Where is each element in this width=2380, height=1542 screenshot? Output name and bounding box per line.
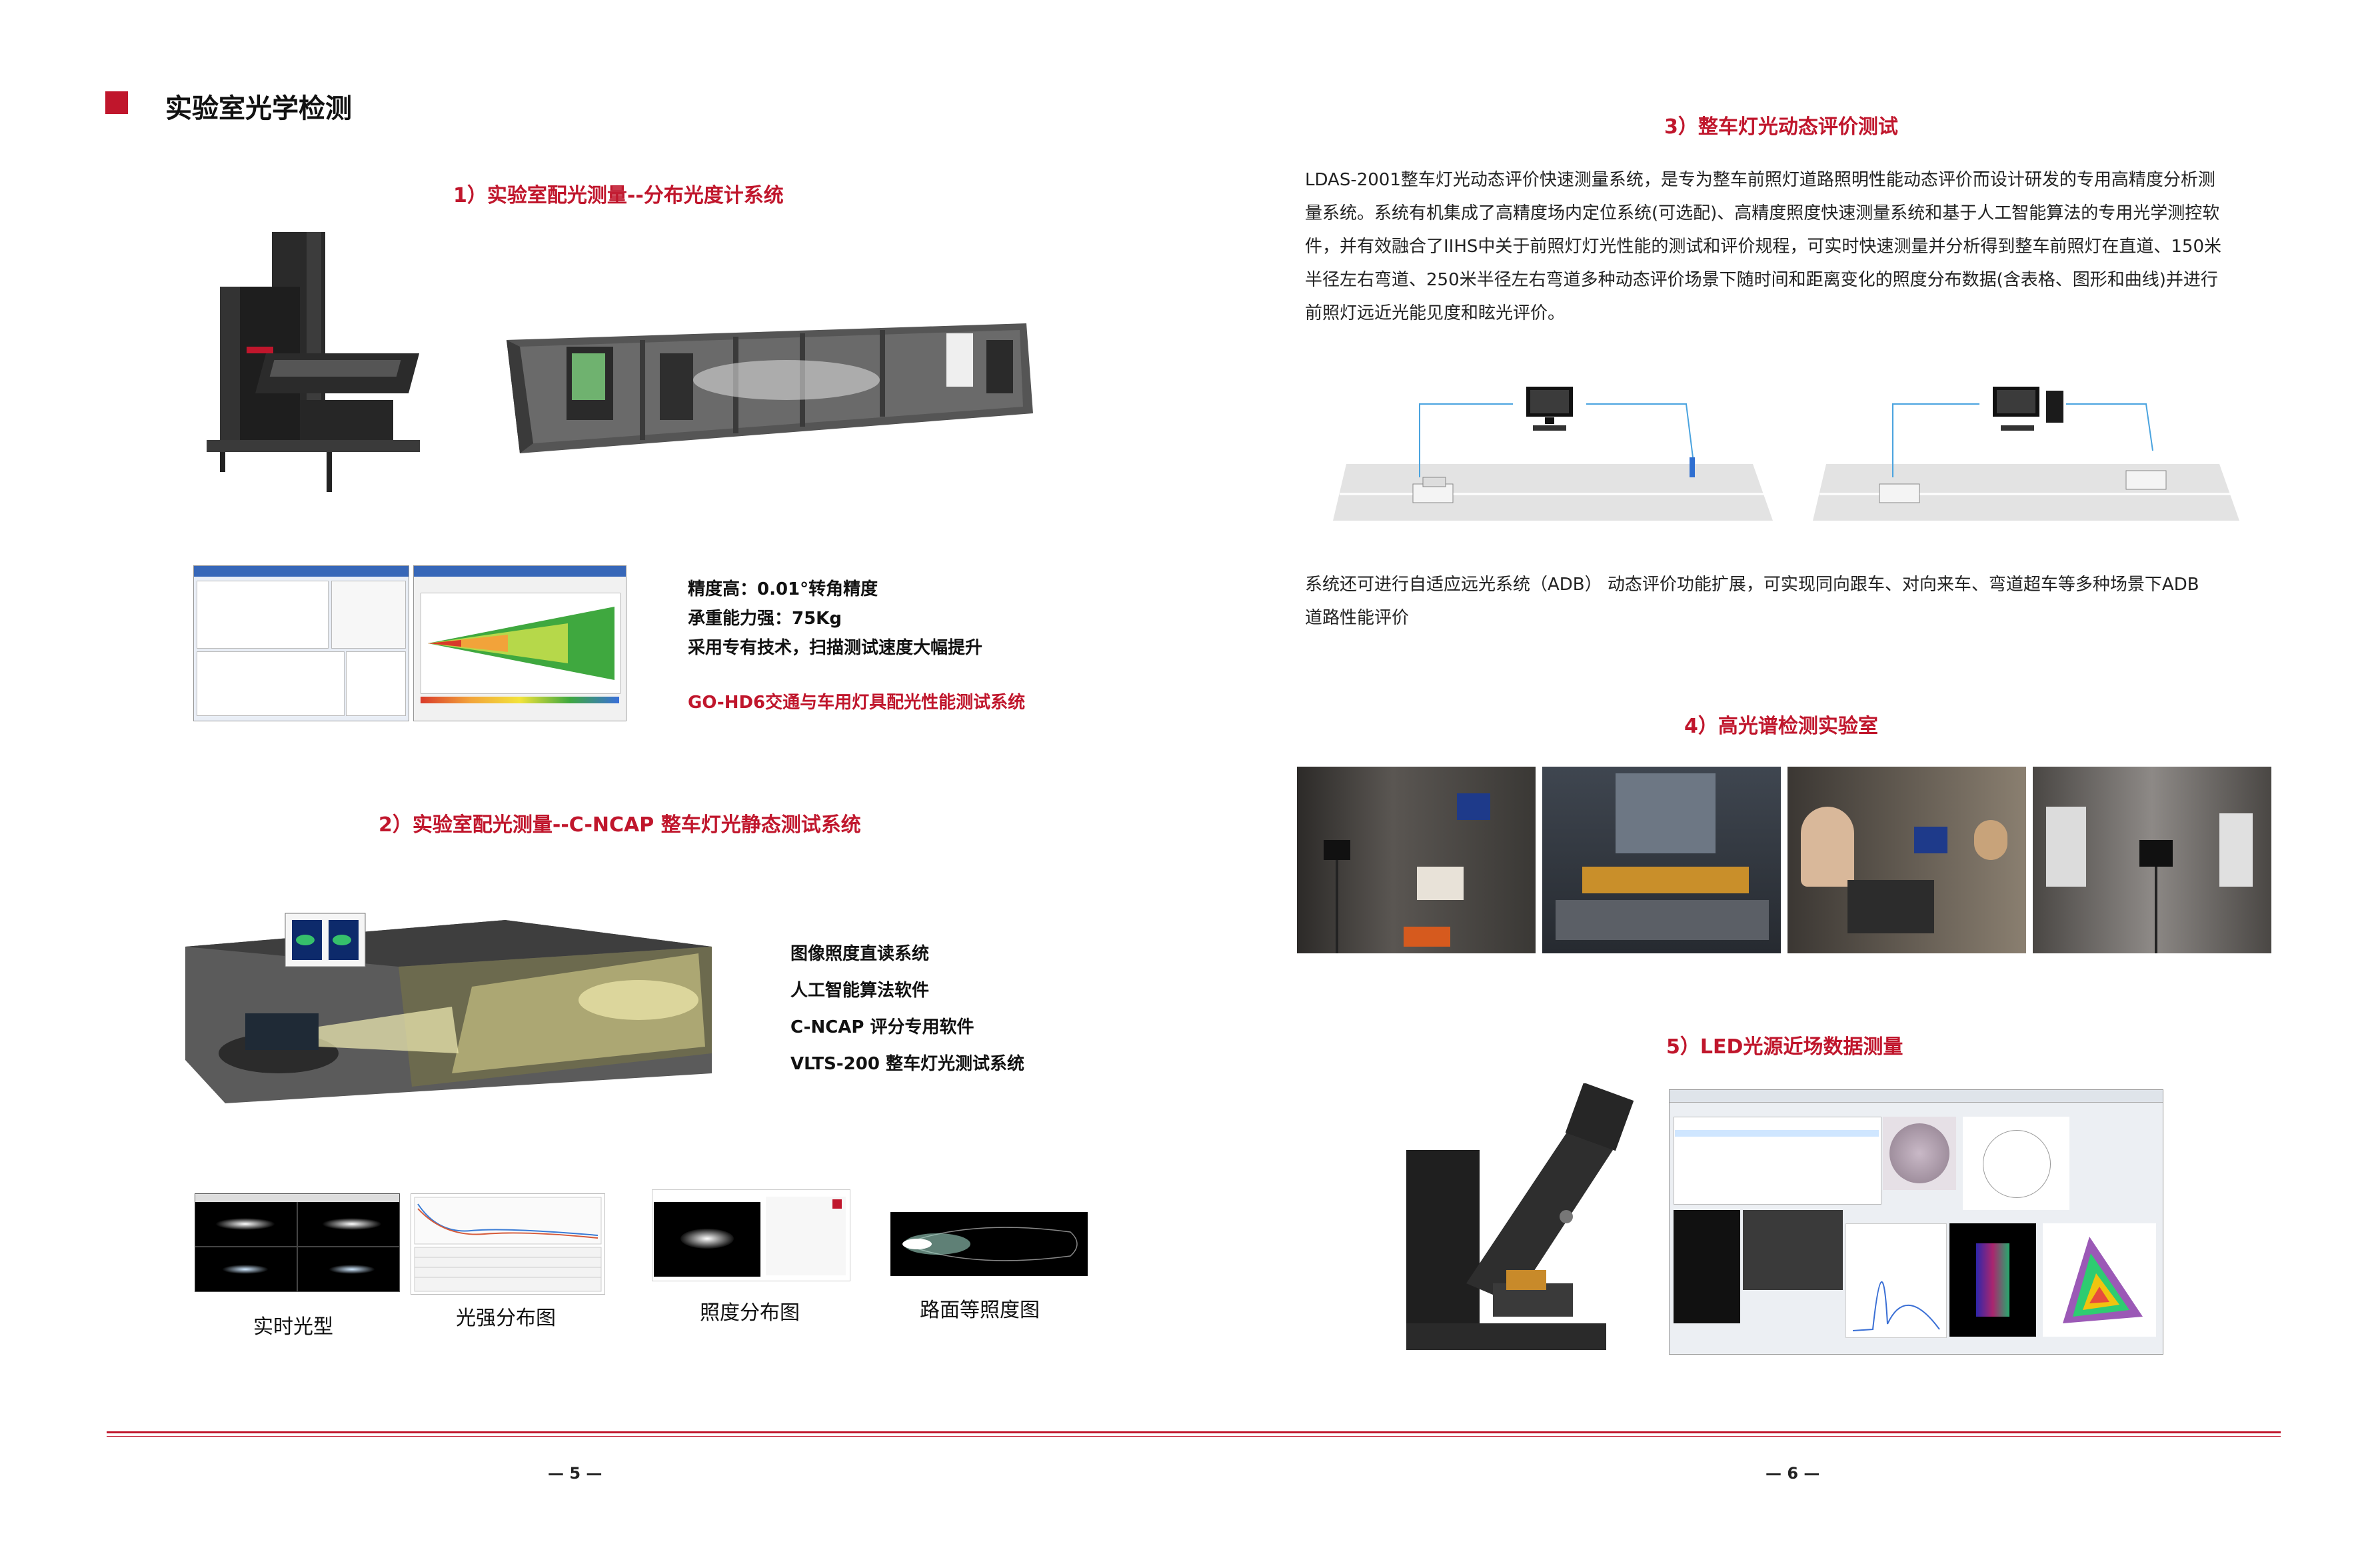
page-number-left: — 5 — bbox=[548, 1464, 602, 1483]
hyperspectral-photo-4 bbox=[2033, 767, 2271, 953]
section3-title: 3）整车灯光动态评价测试 bbox=[1664, 115, 1898, 139]
paragraph-line: 量系统。系统有机集成了高精度场内定位系统(可选配)、高精度照度快速测量系统和基于… bbox=[1305, 203, 2220, 223]
road-test-diagram-1 bbox=[1333, 377, 1773, 531]
caption-realtime-beam: 实时光型 bbox=[253, 1315, 333, 1339]
section4-title: 4）高光谱检测实验室 bbox=[1684, 715, 1878, 738]
page-heading: 实验室光学检测 bbox=[165, 93, 352, 124]
section1-title: 1）实验室配光测量--分布光度计系统 bbox=[453, 184, 784, 207]
hyperspectral-photo-2 bbox=[1542, 767, 1781, 953]
goniophotometer-image bbox=[193, 227, 473, 507]
hyperspectral-photo-3 bbox=[1787, 767, 2026, 953]
feature-scan: 采用专有技术，扫描测试速度大幅提升 bbox=[688, 638, 983, 658]
caption-illuminance: 照度分布图 bbox=[700, 1301, 800, 1325]
paragraph-line: 半径左右弯道、250米半径左右弯道多种动态评价场景下随时间和距离变化的照度分布数… bbox=[1305, 270, 2218, 290]
led-software-screenshot bbox=[1669, 1089, 2163, 1355]
feature-load: 承重能力强：75Kg bbox=[688, 609, 842, 629]
cncap-tunnel-render bbox=[172, 853, 725, 1107]
feature-image-illuminance: 图像照度直读系统 bbox=[790, 944, 930, 964]
adb-paragraph: 系统还可进行自适应远光系统（ADB） 动态评价功能扩展，可实现同向跟车、对向来车… bbox=[1305, 568, 2265, 635]
heading-marker bbox=[105, 91, 128, 114]
illuminance-distribution-image bbox=[652, 1189, 850, 1281]
paragraph-line: LDAS-2001整车灯光动态评价快速测量系统，是专为整车前照灯道路照明性能动态… bbox=[1305, 170, 2215, 190]
section5-title: 5）LED光源近场数据测量 bbox=[1666, 1035, 1903, 1059]
feature-cncap-software: C-NCAP 评分专用软件 bbox=[790, 1017, 974, 1037]
page-number-right: — 6 — bbox=[1766, 1464, 1820, 1483]
section3-paragraph: LDAS-2001整车灯光动态评价快速测量系统，是专为整车前照灯道路照明性能动态… bbox=[1305, 163, 2265, 330]
section1-product: GO-HD6交通与车用灯具配光性能测试系统 bbox=[688, 693, 1026, 713]
paragraph-line: 前照灯远近光能见度和眩光评价。 bbox=[1305, 303, 1566, 323]
footer-rule-thin bbox=[107, 1436, 2281, 1437]
feature-precision: 精度高：0.01°转角精度 bbox=[688, 579, 878, 599]
caption-intensity: 光强分布图 bbox=[456, 1307, 556, 1330]
intensity-distribution-image bbox=[411, 1193, 605, 1295]
feature-vlts: VLTS-200 整车灯光测试系统 bbox=[790, 1054, 1024, 1074]
hyperspectral-photo-1 bbox=[1297, 767, 1536, 953]
paragraph-line: 道路性能评价 bbox=[1305, 608, 1410, 628]
road-isolux-image bbox=[890, 1212, 1088, 1276]
paragraph-line: 系统还可进行自适应远光系统（ADB） 动态评价功能扩展，可实现同向跟车、对向来车… bbox=[1305, 575, 2199, 595]
paragraph-line: 件，并有效融合了IIHS中关于前照灯灯光性能的测试和评价规程，可实时快速测量并分… bbox=[1305, 237, 2222, 257]
software-screenshot-2 bbox=[413, 565, 626, 721]
section1-features: 精度高：0.01°转角精度 承重能力强：75Kg 采用专有技术，扫描测试速度大幅… bbox=[688, 575, 982, 663]
realtime-beam-image bbox=[195, 1193, 400, 1292]
software-screenshot-1 bbox=[193, 565, 409, 721]
darkroom-render-image bbox=[507, 313, 1040, 460]
section2-features: 图像照度直读系统 人工智能算法软件 C-NCAP 评分专用软件 VLTS-200… bbox=[790, 936, 1024, 1083]
road-test-diagram-2 bbox=[1813, 377, 2239, 531]
caption-road-isolux: 路面等照度图 bbox=[920, 1299, 1040, 1322]
section2-title: 2）实验室配光测量--C-NCAP 整车灯光静态测试系统 bbox=[379, 813, 861, 837]
feature-ai-software: 人工智能算法软件 bbox=[790, 981, 930, 1001]
footer-rule bbox=[107, 1431, 2281, 1433]
led-nearfield-instrument bbox=[1400, 1083, 1640, 1363]
